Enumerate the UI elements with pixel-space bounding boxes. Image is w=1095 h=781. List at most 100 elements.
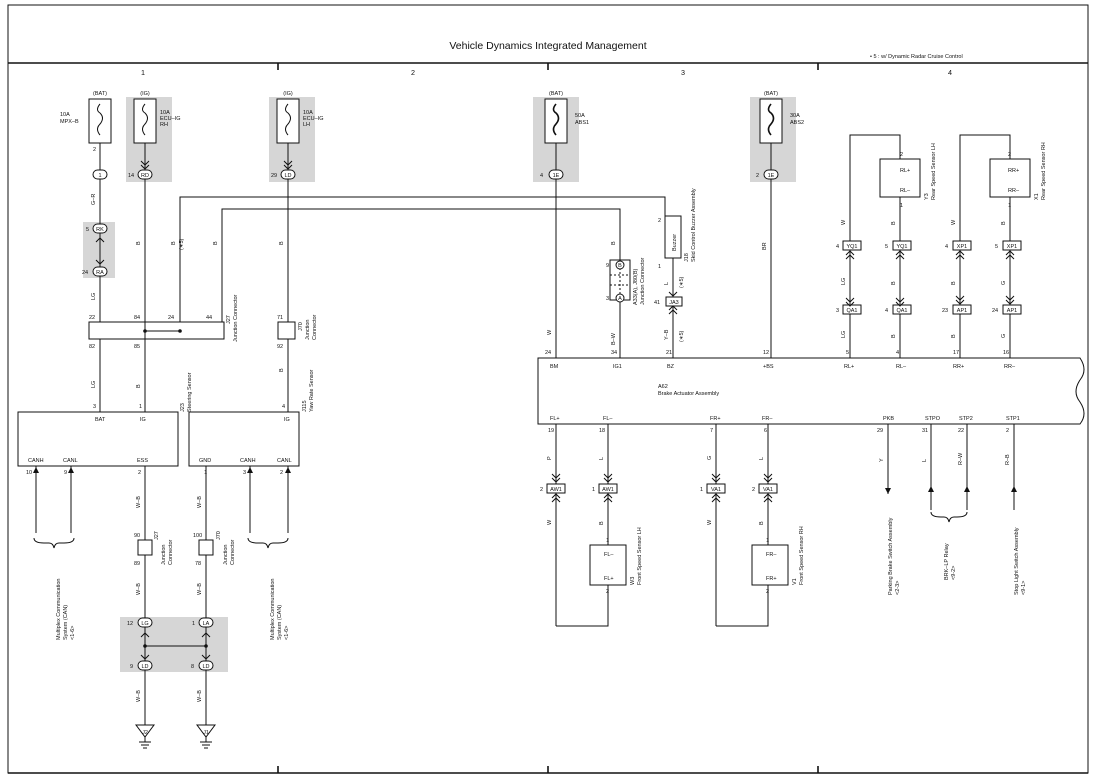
svg-text:Skid Control Buzzer Assembly: Skid Control Buzzer Assembly [691,188,697,262]
svg-text:29: 29 [877,428,883,434]
diagram-note: • 5 : w/ Dynamic Radar Cruise Control [870,54,963,60]
svg-text:R–B: R–B [1005,454,1011,465]
svg-text:Junction: Junction [223,545,229,566]
svg-text:2: 2 [900,152,903,158]
svg-text:G: G [707,456,713,460]
svg-text:L: L [664,282,670,285]
svg-text:<1-6>: <1-6> [284,626,290,640]
svg-text:2: 2 [756,173,759,179]
svg-text:RR–: RR– [1008,188,1020,194]
svg-text:RR+: RR+ [1008,168,1019,174]
column-3: 3 [681,68,685,77]
svg-text:STP2: STP2 [959,416,973,422]
svg-text:85: 85 [134,344,140,350]
svg-text:89: 89 [134,561,140,567]
svg-text:JA3: JA3 [669,300,678,306]
svg-text:XP1: XP1 [1007,244,1017,250]
rear-speed-sensors: 2 RL+ RL– Y3 Rear Speed Sensor LH 1 W B … [836,134,1047,358]
ground-wiring: W–B 90 89 J27 Junction Connector W–B W–B… [127,466,236,749]
svg-text:FL+: FL+ [550,416,560,422]
svg-text:90: 90 [134,533,140,539]
column-1: 1 [141,68,145,77]
svg-text:Multiplex Communication: Multiplex Communication [270,579,276,640]
svg-text:4: 4 [540,173,543,179]
svg-text:XP1: XP1 [957,244,967,250]
svg-text:System (CAN): System (CAN) [63,605,69,640]
svg-text:100: 100 [193,533,202,539]
svg-text:LG: LG [141,621,148,627]
svg-text:1: 1 [900,203,903,209]
svg-text:W: W [547,519,553,525]
svg-text:QA1: QA1 [896,308,907,314]
svg-text:4: 4 [896,350,899,356]
svg-text:6: 6 [764,428,767,434]
svg-text:RL+: RL+ [844,364,854,370]
svg-text:W–B: W–B [136,583,142,595]
svg-text:J70: J70 [216,531,222,540]
svg-text:Multiplex Communication: Multiplex Communication [56,579,62,640]
svg-text:BM: BM [550,364,559,370]
svg-text:W: W [547,329,553,335]
svg-text:IG: IG [140,417,146,423]
svg-text:Junction Connector: Junction Connector [233,294,239,342]
svg-text:10A: 10A [160,110,170,116]
svg-text:3: 3 [836,308,839,314]
svg-text:BAT: BAT [95,417,106,423]
svg-text:VA1: VA1 [711,487,721,493]
svg-text:84: 84 [134,315,140,321]
svg-text:10: 10 [26,470,32,476]
svg-text:(BAT): (BAT) [764,91,778,97]
col1-wiring: G–R RK 5 RA 24 LG 22 B 84 B (∗5) B 24 44… [82,179,666,412]
svg-text:3: 3 [93,404,96,410]
svg-text:LD: LD [202,664,209,670]
fuse-mpx-b: (BAT) 10A MPX–B 2 [60,91,112,153]
can-lines: Multiplex Communication System (CAN) <1-… [33,466,291,640]
svg-text:STP1: STP1 [1006,416,1020,422]
svg-text:<9-2>: <9-2> [951,566,957,580]
svg-text:LG: LG [841,278,847,285]
svg-text:ABS2: ABS2 [790,120,804,126]
svg-text:W: W [841,219,847,225]
svg-text:Connector: Connector [168,539,174,565]
svg-text:B–W: B–W [611,332,617,345]
svg-text:24: 24 [168,315,174,321]
svg-text:STPO: STPO [925,416,941,422]
svg-text:2: 2 [93,147,96,153]
svg-text:LG: LG [841,331,847,338]
svg-text:Connector: Connector [312,314,318,340]
svg-text:(IG): (IG) [283,91,293,97]
ground-j1 [196,724,216,738]
svg-text:Front Speed Sensor LH: Front Speed Sensor LH [637,527,643,585]
j27-junction-connector [137,539,153,556]
svg-text:W: W [951,219,957,225]
svg-text:2: 2 [540,487,543,493]
svg-text:RH: RH [160,122,168,128]
svg-text:B: B [213,241,219,245]
svg-text:RD: RD [141,173,149,179]
svg-text:1: 1 [700,487,703,493]
svg-text:PKB: PKB [883,416,894,422]
svg-text:LA: LA [203,621,210,627]
svg-text:22: 22 [958,428,964,434]
svg-text:B: B [951,334,957,338]
svg-text:G: G [1001,281,1007,285]
svg-text:B: B [759,521,765,525]
svg-text:<9-1>: <9-1> [1021,581,1027,595]
svg-text:2: 2 [658,218,661,224]
col3-wiring: W 24 B B A 9 3 A33(A), J80(B) Junction C… [545,179,772,358]
svg-text:29: 29 [271,173,277,179]
svg-text:J115: J115 [302,400,308,412]
svg-text:3: 3 [606,296,609,302]
svg-text:AW1: AW1 [550,487,562,493]
svg-text:4: 4 [282,404,285,410]
svg-text:1: 1 [192,621,195,627]
svg-text:AW1: AW1 [602,487,614,493]
svg-text:1: 1 [658,264,661,270]
svg-text:12: 12 [127,621,133,627]
svg-text:J23: J23 [180,403,186,412]
svg-text:Buzzer: Buzzer [672,234,678,251]
svg-text:J1: J1 [203,730,209,736]
